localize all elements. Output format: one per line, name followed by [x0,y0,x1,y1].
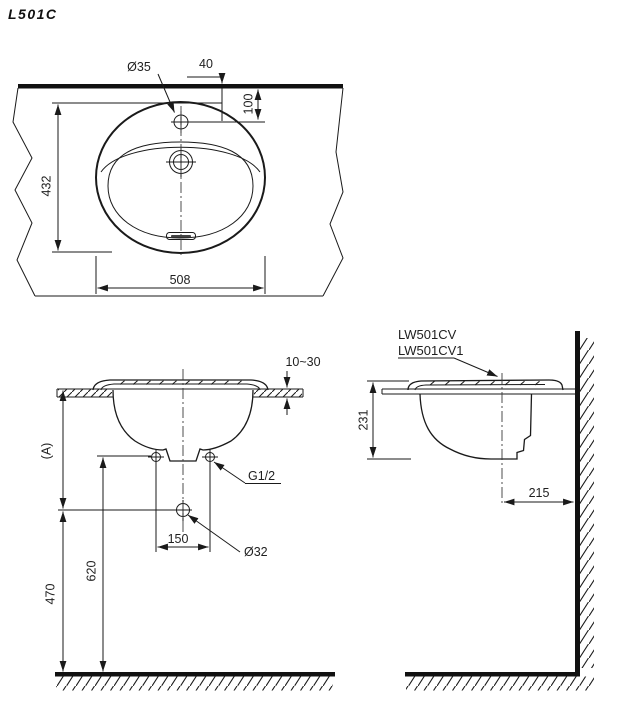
rim-inner-line [414,384,546,391]
floor [55,672,335,677]
basin-depth-label: 432 [39,176,53,197]
overflow-slot-inner [171,235,191,238]
counter-front-view [56,388,304,398]
wall [575,331,580,675]
counter-hatch-left [58,389,112,397]
basin-side-view [407,373,564,506]
counter-top-view [12,84,344,297]
bowl-outline [419,393,533,460]
bowl-depth-label: 231 [356,410,370,431]
faucet-hole-dia-label: Ø35 [127,60,151,74]
drain-dia-label: Ø32 [244,545,268,559]
top-view: Ø35 40 100 432 508 [12,57,344,297]
floor [405,672,580,677]
page-title: L501C [8,6,58,22]
bowl-inner-edge [107,141,254,239]
wall-offset-label: 215 [529,486,550,500]
faucet-dia-leader [157,73,175,113]
hole-offset-label: 40 [199,57,213,71]
front-view: 10~30 (A) 470 620 150 G1/2 Ø32 [39,355,335,691]
basin-outline [95,101,266,254]
model-leader [453,357,498,377]
supply-thread-leader [213,461,246,484]
floor-hatch [406,676,594,691]
wall-hatch [580,338,594,668]
drain-height-label: 470 [43,584,57,605]
break-line-right [322,87,344,297]
counter-hatch-right [254,389,302,397]
supply-height-label: 620 [84,561,98,582]
counter-back-edge [18,84,343,89]
counter-side-view [381,388,575,395]
side-view-dimensions: 231 215 LW501CV LW501CV1 [356,327,574,506]
rim-ticks [429,380,540,386]
height-ref-label: (A) [39,443,53,460]
model-label-1: LW501CV [398,327,457,342]
basin-width-label: 508 [170,273,191,287]
model-label-2: LW501CV1 [398,343,464,358]
rim-ticks [119,380,242,385]
top-view-dimensions: Ø35 40 100 432 508 [39,57,266,294]
rim-outline [407,379,564,391]
basin-front-view [92,369,269,532]
front-view-dimensions: 10~30 (A) 470 620 150 G1/2 Ø32 [39,355,321,672]
break-line-left [12,87,36,297]
basin-top-view [95,101,266,256]
rim-inner-line [100,383,261,391]
rim-outline [92,379,269,391]
side-view: 231 215 LW501CV LW501CV1 [356,327,594,691]
supply-thread-label: G1/2 [248,469,275,483]
drain-dia-leader [187,514,241,553]
supply-spacing-label: 150 [168,532,189,546]
counter-thickness-label: 10~30 [285,355,320,369]
floor-hatch [56,676,333,691]
hole-depth-label: 100 [241,94,255,115]
